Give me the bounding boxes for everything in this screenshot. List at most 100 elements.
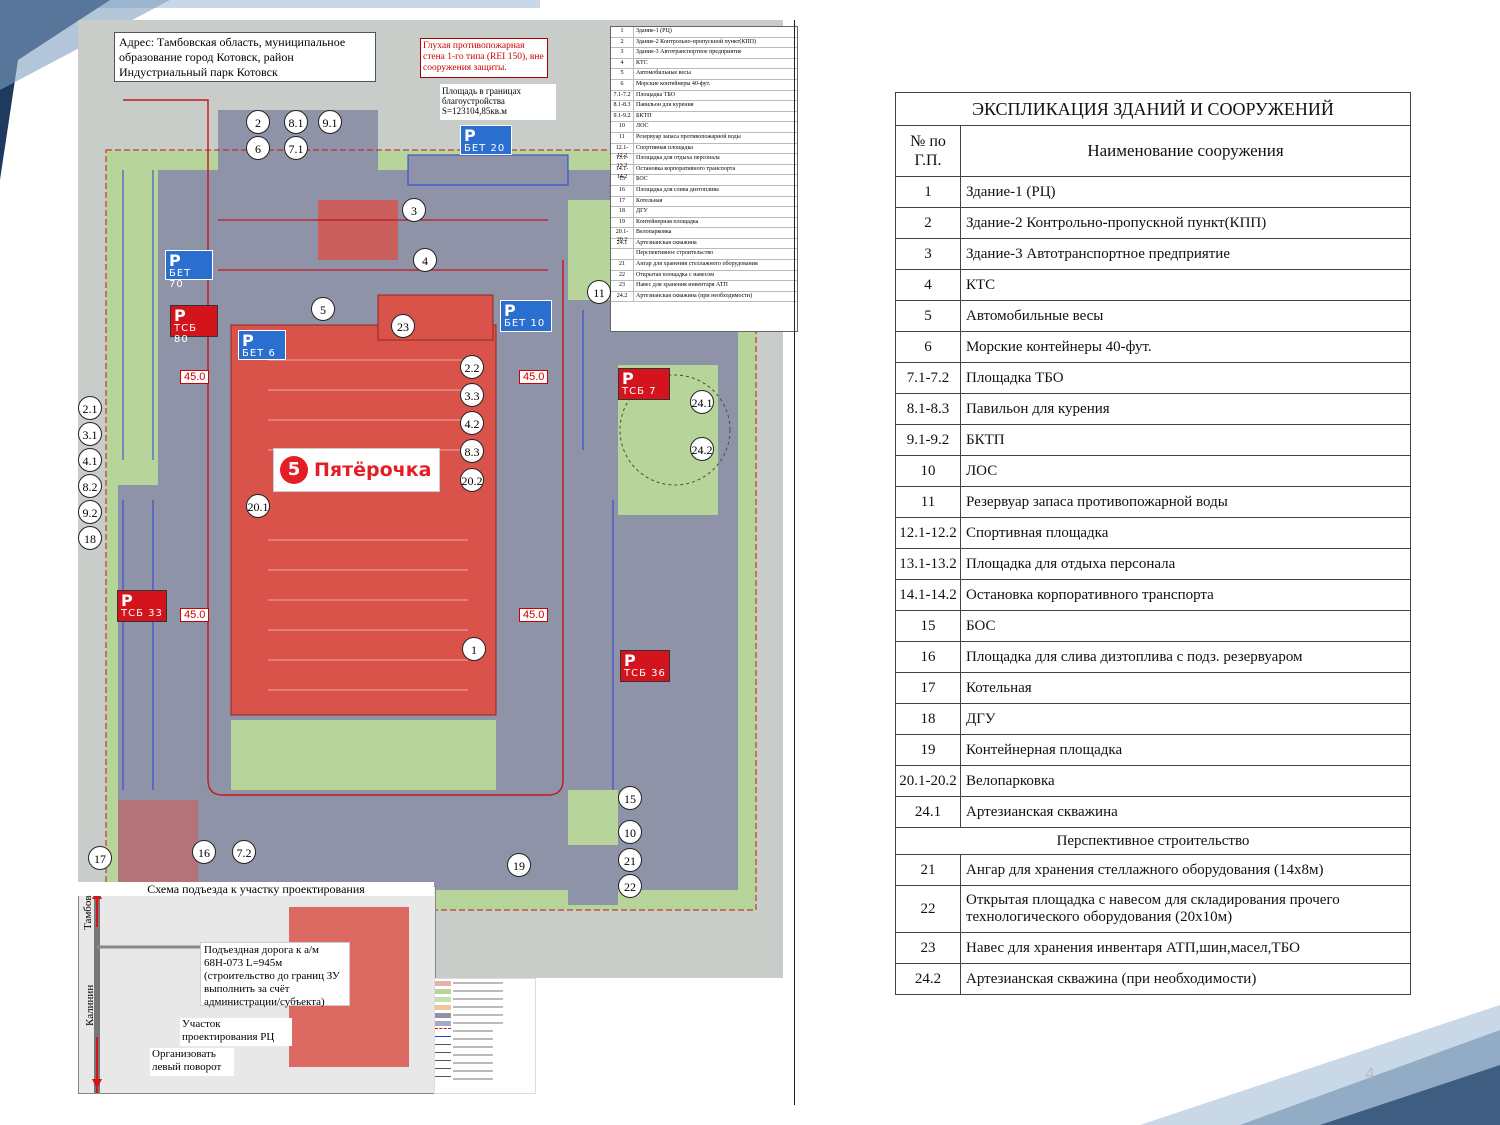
legend-item bbox=[435, 979, 535, 987]
corner-decoration-bottom-right bbox=[1140, 1005, 1500, 1125]
legend-item bbox=[435, 987, 535, 995]
firewall-note: Глухая противопожарная стена 1-го типа (… bbox=[420, 38, 548, 78]
plan-number: 11 bbox=[587, 280, 611, 304]
direction-tambov: Тамбов bbox=[82, 895, 94, 930]
plan-number: 1 bbox=[462, 637, 486, 661]
plan-number: 3.1 bbox=[78, 422, 102, 446]
plan-number: 3 bbox=[402, 198, 426, 222]
brand-logo-box: 5 Пятёрочка bbox=[273, 448, 440, 492]
plan-number: 16 bbox=[192, 840, 216, 864]
legend-item bbox=[435, 1051, 535, 1059]
access-plot-note: Участок проектирования РЦ bbox=[180, 1018, 292, 1046]
direction-kalinin: Калинин bbox=[84, 984, 96, 1026]
plan-number: 10 bbox=[618, 820, 642, 844]
explication-title: ЭКСПЛИКАЦИЯ ЗДАНИЙ И СООРУЖЕНИЙ bbox=[895, 92, 1411, 126]
plan-number: 21 bbox=[618, 848, 642, 872]
plan-number: 9.2 bbox=[78, 500, 102, 524]
vertical-divider bbox=[794, 20, 795, 1105]
parking-stalls-left bbox=[122, 170, 614, 790]
plan-number: 15 bbox=[618, 786, 642, 810]
brand-name: Пятёрочка bbox=[314, 459, 432, 481]
plan-number: 2.1 bbox=[78, 396, 102, 420]
legend-item bbox=[435, 1059, 535, 1067]
plan-number: 5 bbox=[311, 297, 335, 321]
legend-item bbox=[435, 1067, 535, 1075]
plan-number: 4.2 bbox=[460, 411, 484, 435]
plan-number: 4.1 bbox=[78, 448, 102, 472]
legend-item bbox=[435, 1003, 535, 1011]
col-header-number: № по Г.П. bbox=[895, 125, 961, 177]
explication-table: ЭКСПЛИКАЦИЯ ЗДАНИЙ И СООРУЖЕНИЙ № по Г.П… bbox=[895, 92, 1411, 995]
legend-item bbox=[435, 1035, 535, 1043]
plan-number: 17 bbox=[88, 846, 112, 870]
plan-number: 3.3 bbox=[460, 383, 484, 407]
address-note: Адрес: Тамбовская область, муниципальное… bbox=[114, 32, 376, 82]
plan-number: 19 bbox=[507, 853, 531, 877]
legend-item bbox=[435, 995, 535, 1003]
plan-number: 20.1 bbox=[246, 494, 270, 518]
plan-number: 9.1 bbox=[318, 110, 342, 134]
elevation-mark: 45.0 bbox=[180, 370, 210, 384]
plan-number: 8.1 bbox=[284, 110, 308, 134]
plan-number: 23 bbox=[391, 314, 415, 338]
access-road-note: Подъездная дорога к а/м 68Н-073 L=945м (… bbox=[200, 942, 350, 1008]
page-number: 4 bbox=[1365, 1064, 1375, 1083]
brand-logo-icon: 5 bbox=[280, 456, 308, 484]
elevation-mark: 45.0 bbox=[519, 608, 549, 622]
plan-number: 7.1 bbox=[284, 136, 308, 160]
elevation-mark: 45.0 bbox=[519, 370, 549, 384]
legend-item bbox=[435, 1075, 535, 1083]
plan-number: 8.3 bbox=[460, 439, 484, 463]
plan-number: 2 bbox=[246, 110, 270, 134]
elevation-mark: 45.0 bbox=[180, 608, 210, 622]
plan-number: 20.2 bbox=[460, 468, 484, 492]
mini-row: Перспективное строительство bbox=[611, 249, 797, 261]
legend-item bbox=[435, 1043, 535, 1051]
access-scheme-title: Схема подъезда к участку проектирования bbox=[78, 882, 434, 896]
